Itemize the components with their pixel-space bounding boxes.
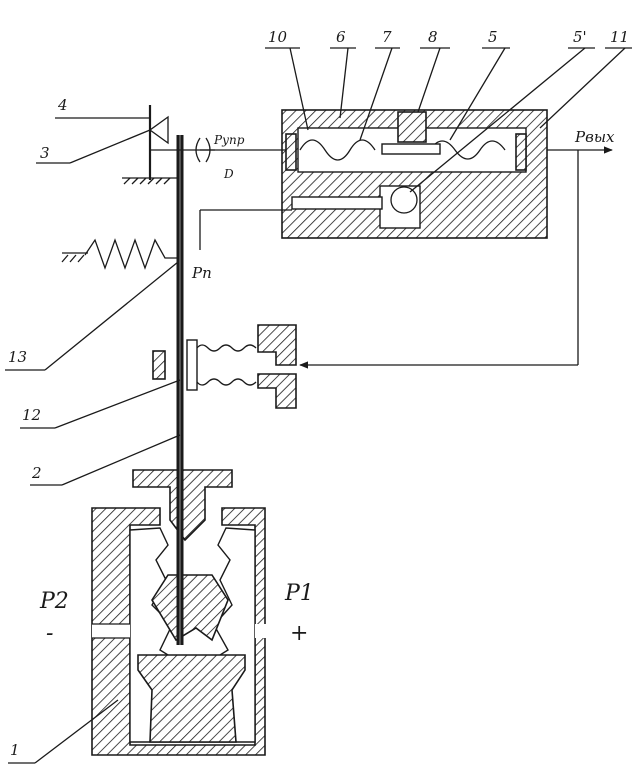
pneumatic-lines bbox=[199, 146, 613, 369]
label-10: 10 bbox=[268, 28, 288, 46]
label-6: 6 bbox=[336, 28, 346, 46]
label-7: 7 bbox=[382, 28, 392, 46]
label-3: 3 bbox=[40, 144, 50, 162]
label-13: 13 bbox=[8, 348, 27, 366]
label-5: 5 bbox=[488, 28, 498, 46]
label-p1: P1 bbox=[284, 581, 314, 606]
label-12: 12 bbox=[22, 406, 41, 424]
label-11: 11 bbox=[610, 28, 629, 46]
pneumatic-relay bbox=[281, 109, 548, 239]
feedback-bellows bbox=[152, 324, 297, 409]
label-p2: P2 bbox=[39, 589, 69, 614]
label-4: 4 bbox=[57, 96, 68, 114]
label-p-pit: Pп bbox=[191, 264, 212, 282]
label-p-upr: Pупр bbox=[213, 133, 245, 147]
label-5-prime: 5' bbox=[573, 28, 587, 46]
label-8: 8 bbox=[428, 28, 438, 46]
label-p-vyh: Pвых bbox=[574, 128, 615, 146]
label-d: D bbox=[223, 167, 234, 181]
label-2: 2 bbox=[31, 464, 42, 482]
label-minus: - bbox=[46, 621, 53, 646]
pressure-labels: Pупр D Pвых Pп P2 P1 - + bbox=[39, 128, 615, 646]
leader-lines bbox=[5, 47, 632, 764]
label-plus: + bbox=[290, 621, 308, 646]
label-1: 1 bbox=[10, 741, 20, 759]
spring-13 bbox=[61, 238, 178, 270]
part-labels: 4 3 13 12 2 1 10 6 7 8 5 5' 11 bbox=[8, 28, 629, 759]
flapper-assembly bbox=[55, 105, 215, 185]
